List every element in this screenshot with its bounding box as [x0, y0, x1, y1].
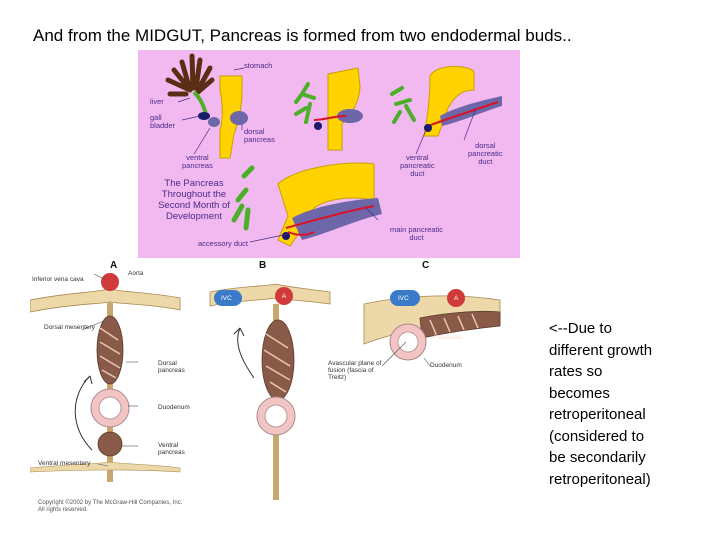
- label-aorta-c: A: [454, 295, 459, 302]
- pancreas-c: [419, 310, 501, 339]
- aorta-b: [275, 287, 293, 305]
- liver-lobes-stage1: [165, 53, 215, 97]
- duct-stage2: [313, 115, 347, 121]
- retroperitoneal-figure: A B C Inferior vena cava Aorta Dorsal me…: [30, 258, 520, 520]
- label-dorsal-pancreas-a: Dorsal pancreas: [158, 360, 185, 374]
- slide-title: And from the MIDGUT, Pancreas is formed …: [33, 26, 572, 45]
- aorta-a: [101, 273, 119, 291]
- panel-c-label: C: [422, 260, 430, 271]
- stage-3: [390, 66, 502, 137]
- ivc-c: [390, 290, 420, 306]
- accessory-duct-stage4: [287, 231, 315, 236]
- stage-1: [165, 53, 248, 159]
- note-line: different growth: [549, 341, 653, 359]
- ventral-pancreas-a: [97, 431, 123, 457]
- label-gall-bladder: gall bladder: [150, 113, 176, 130]
- note-line: rates so: [549, 363, 603, 380]
- dorsal-pancreas-stage1: [230, 111, 248, 125]
- label-duodenum-c: Duodenum: [430, 362, 462, 369]
- figure-caption: The Pancreas Throughout the Second Month…: [158, 178, 230, 222]
- label-ivc-c: IVC: [398, 295, 409, 302]
- pancreas-stage2: [337, 109, 363, 123]
- label-ventral-pancreas: ventral pancreas: [182, 153, 213, 170]
- label-stomach: stomach: [244, 61, 273, 70]
- note-line: becomes: [549, 384, 610, 402]
- pancreas-development-drawing: [165, 53, 502, 247]
- panel-c-drawing: [363, 289, 501, 361]
- pancreas-development-figure: stomach liver gall bladder dorsal pancre…: [138, 50, 520, 258]
- note-line: (considered to: [549, 427, 645, 445]
- label-ventral-mesentery: Ventral mesentery: [38, 460, 91, 467]
- aorta-c: [447, 289, 465, 307]
- stomach-stage2: [327, 67, 361, 151]
- panel-b-label: B: [259, 260, 267, 271]
- note-line: be secondarily: [549, 449, 646, 466]
- mesentery-drawing: [30, 273, 501, 500]
- ivc-b: [214, 290, 242, 306]
- gall-bladder-stage1: [198, 112, 210, 120]
- label-dorsal-duct: dorsal pancreatic duct: [468, 141, 503, 166]
- leader-lines: [177, 67, 477, 243]
- panel-b-drawing: [209, 283, 331, 500]
- dorsal-pancreas-a: [96, 315, 124, 385]
- rotation-arrow-a: [74, 375, 93, 451]
- label-dorsal-mesentery: Dorsal mesentery: [44, 324, 95, 331]
- retroperitoneal-note: <--Due to different growth rates so beco…: [549, 318, 709, 490]
- note-line: retroperitoneal): [549, 470, 651, 488]
- label-main-duct: main pancreatic duct: [390, 225, 443, 242]
- note-line: <--Due to: [549, 320, 612, 337]
- label-dorsal-pancreas: dorsal pancreas: [244, 127, 275, 144]
- stomach-stage3: [423, 66, 475, 137]
- label-ventral-pancreas-a: Ventral pancreas: [158, 442, 185, 456]
- label-liver: liver: [150, 97, 164, 106]
- duct-stage3: [427, 101, 499, 127]
- label-avascular-plane: Avascular plane of fusion (fascia of Tre…: [328, 360, 382, 381]
- panel-a-label: A: [110, 260, 118, 271]
- label-ivc-b: IVC: [221, 295, 232, 302]
- pancreas-b: [261, 319, 295, 401]
- label-duodenum-a: Duodenum: [158, 404, 190, 411]
- label-accessory-duct: accessory duct: [198, 239, 249, 248]
- stage-4: [231, 162, 382, 247]
- label-ventral-duct: ventral pancreatic duct: [400, 153, 435, 178]
- label-aorta-b: A: [282, 293, 287, 300]
- ventral-pancreas-stage1: [208, 117, 220, 127]
- panel-a-drawing: [30, 273, 181, 482]
- label-inferior-vena-cava: Inferior vena cava: [32, 276, 84, 283]
- copyright-note: Copyright ©2002 by The McGraw-Hill Compa…: [38, 500, 183, 513]
- note-line: retroperitoneal: [549, 406, 646, 423]
- leader-lines-bottom: [81, 273, 431, 467]
- rotation-arrow-b: [237, 327, 255, 379]
- main-duct-stage4: [285, 205, 375, 229]
- label-aorta: Aorta: [128, 270, 144, 277]
- stage-2: [294, 67, 363, 151]
- label-pancreas-c: Pancreas: [434, 334, 462, 341]
